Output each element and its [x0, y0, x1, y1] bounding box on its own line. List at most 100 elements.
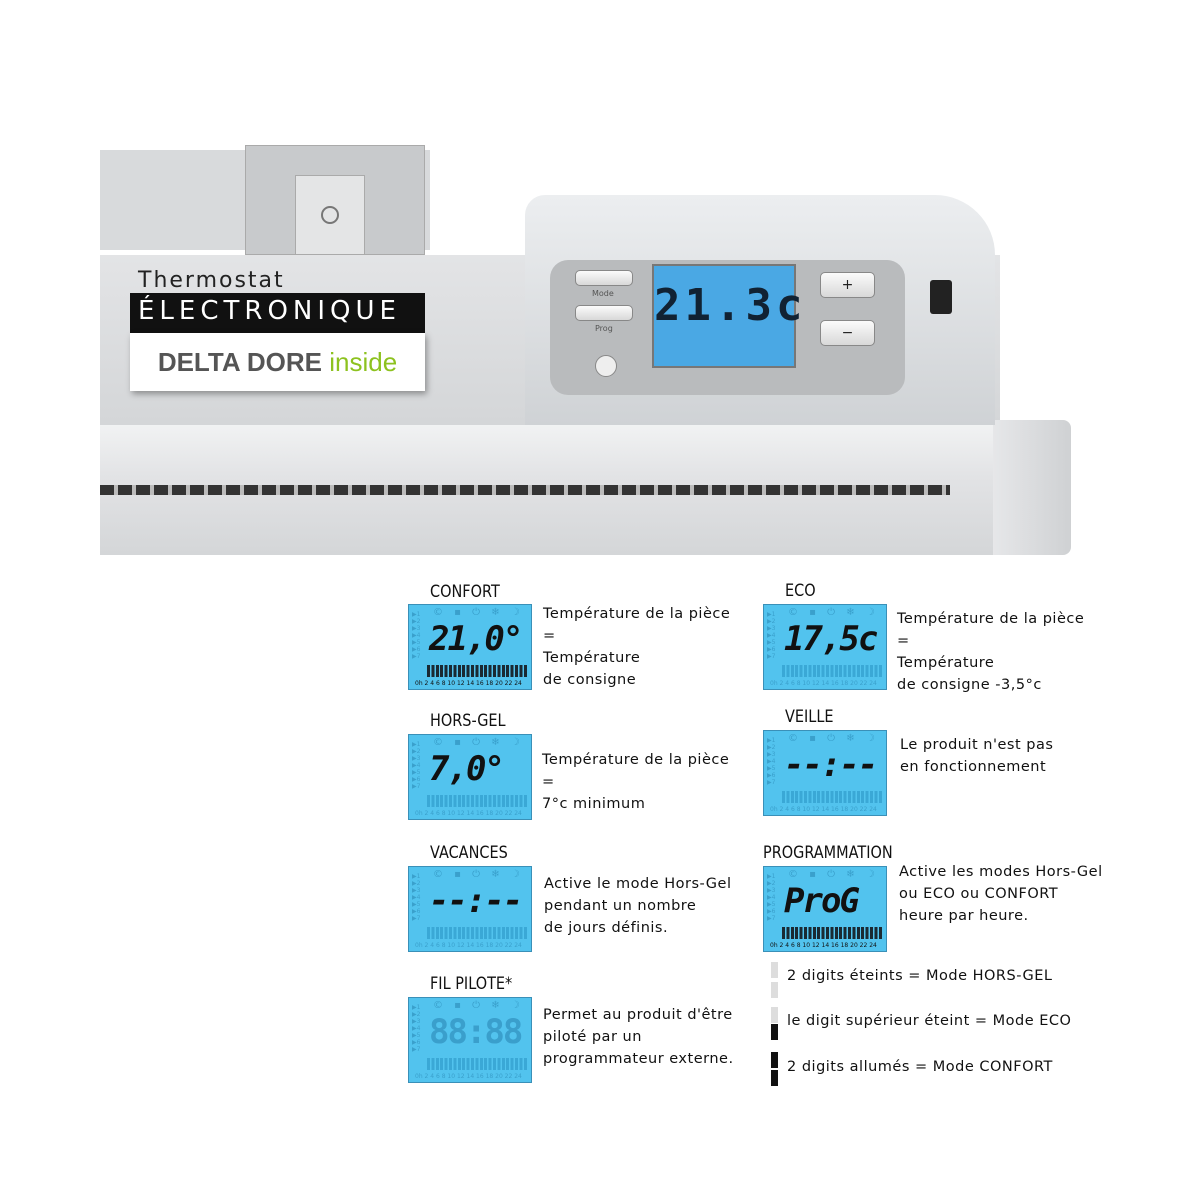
mode-button[interactable]: [575, 270, 633, 286]
mode-description: Température de la pièce = 7°c minimum: [542, 749, 729, 815]
mode-description: Active les modes Hors-Gel ou ECO ou CONFO…: [899, 861, 1103, 927]
bracket-clip: [295, 175, 365, 255]
mode-desc-line: pendant un nombre: [544, 898, 697, 914]
lcd-digits: --:--: [784, 745, 878, 785]
device-display: 21.3c: [652, 264, 802, 368]
mode-desc-line: Température de la pièce: [542, 752, 730, 768]
lcd-digits: 7,0°: [429, 749, 505, 789]
mode-description: Active le mode Hors-Gel pendant un nombre…: [544, 873, 732, 939]
mode-desc-line: =: [543, 628, 556, 644]
hour-bars: [782, 927, 882, 939]
mode-desc-line: de jours définis.: [544, 920, 669, 936]
mode-desc-line: Active le mode Hors-Gel: [544, 876, 732, 892]
brand-inside: inside: [329, 347, 398, 377]
mode-desc-line: de consigne -3,5°c: [897, 677, 1042, 693]
mode-desc-line: Température de la pièce: [543, 606, 731, 622]
lcd-digits: 21,0°: [429, 619, 523, 659]
lcd-display: ▶1 ▶2 ▶3 ▶4 ▶5 ▶6 ▶7 © ▪ ⏻ ❄ ☽ ☼ --:-- 0…: [763, 730, 887, 816]
mode-title: HORS-GEL: [430, 711, 506, 731]
mode-desc-line: Température de la pièce: [897, 611, 1085, 627]
brand-line2: ÉLECTRONIQUE: [130, 293, 425, 333]
hour-bars: [782, 665, 882, 677]
mode-icons: © ▪ ⏻ ❄ ☽ ☼: [788, 869, 886, 880]
brand-logo: DELTA DORE inside: [130, 333, 425, 391]
lcd-display: ▶1 ▶2 ▶3 ▶4 ▶5 ▶6 ▶7 © ▪ ⏻ ❄ ☽ ☼ 7,0° 0h…: [408, 734, 532, 820]
mode-desc-line: programmateur externe.: [543, 1051, 734, 1067]
mode-description: Le produit n'est pas en fonctionnement: [900, 734, 1053, 778]
brand-name: DELTA DORE: [157, 347, 322, 377]
radiator-endcap: [993, 420, 1071, 555]
mode-description: Permet au produit d'être piloté par un pro…: [543, 1004, 734, 1070]
mode-icons: © ▪ ⏻ ❄ ☽ ☼: [433, 869, 531, 880]
brand-block: Thermostat ÉLECTRONIQUE DELTA DORE insid…: [130, 268, 425, 391]
lcd-display: ▶1 ▶2 ▶3 ▶4 ▶5 ▶6 ▶7 © ▪ ⏻ ❄ ☽ ☼ --:-- 0…: [408, 866, 532, 952]
hour-bars: [782, 791, 882, 803]
mode-desc-line: 7°c minimum: [542, 796, 646, 812]
mode-desc-line: heure par heure.: [899, 908, 1029, 924]
mode-title: FIL PILOTE*: [430, 974, 513, 994]
day-indicators: ▶1 ▶2 ▶3 ▶4 ▶5 ▶6 ▶7: [412, 1004, 421, 1053]
lcd-display: ▶1 ▶2 ▶3 ▶4 ▶5 ▶6 ▶7 © ▪ ⏻ ❄ ☽ ☼ 88:88 0…: [408, 997, 532, 1083]
mode-label: Mode: [592, 289, 614, 298]
screw-icon: [321, 206, 339, 224]
day-indicators: ▶1 ▶2 ▶3 ▶4 ▶5 ▶6 ▶7: [767, 737, 776, 786]
lcd-display: ▶1 ▶2 ▶3 ▶4 ▶5 ▶6 ▶7 © ▪ ⏻ ❄ ☽ ☼ 21,0° 0…: [408, 604, 532, 690]
day-indicators: ▶1 ▶2 ▶3 ▶4 ▶5 ▶6 ▶7: [767, 611, 776, 660]
hour-scale: 0h 2 4 6 8 10 12 14 16 18 20 22 24: [415, 680, 522, 687]
legend-confort: 2 digits allumés = Mode CONFORT: [787, 1059, 1053, 1075]
mode-title: VACANCES: [430, 843, 508, 863]
day-indicators: ▶1 ▶2 ▶3 ▶4 ▶5 ▶6 ▶7: [412, 873, 421, 922]
mode-desc-line: Active les modes Hors-Gel: [899, 864, 1103, 880]
mode-title: CONFORT: [430, 582, 500, 602]
plus-button[interactable]: +: [820, 272, 875, 298]
brand-line1: Thermostat: [138, 268, 285, 293]
day-indicators: ▶1 ▶2 ▶3 ▶4 ▶5 ▶6 ▶7: [767, 873, 776, 922]
mode-desc-line: Permet au produit d'être: [543, 1007, 733, 1023]
mode-desc-line: Température: [543, 650, 641, 666]
digits-on-icon: [771, 1052, 781, 1090]
digit-upper-off-icon: [771, 1007, 781, 1045]
hour-bars: [427, 1058, 527, 1070]
day-indicators: ▶1 ▶2 ▶3 ▶4 ▶5 ▶6 ▶7: [412, 611, 421, 660]
hour-scale: 0h 2 4 6 8 10 12 14 16 18 20 22 24: [415, 1073, 522, 1080]
air-vent: [100, 485, 950, 495]
mode-title: ECO: [785, 581, 816, 601]
mode-title: VEILLE: [785, 707, 834, 727]
hour-scale: 0h 2 4 6 8 10 12 14 16 18 20 22 24: [770, 680, 877, 687]
mode-icons: © ▪ ⏻ ❄ ☽ ☼: [788, 733, 886, 744]
minus-button[interactable]: −: [820, 320, 875, 346]
mode-desc-line: piloté par un: [543, 1029, 642, 1045]
hour-scale: 0h 2 4 6 8 10 12 14 16 18 20 22 24: [770, 942, 877, 949]
lcd-digits: 17,5c: [784, 619, 878, 659]
lcd-display: ▶1 ▶2 ▶3 ▶4 ▶5 ▶6 ▶7 © ▪ ⏻ ❄ ☽ ☼ 17,5c 0…: [763, 604, 887, 690]
legend-hors-gel: 2 digits éteints = Mode HORS-GEL: [787, 968, 1053, 984]
mode-icons: © ▪ ⏻ ❄ ☽ ☼: [433, 607, 531, 618]
legend-eco: le digit supérieur éteint = Mode ECO: [787, 1013, 1072, 1029]
mode-description: Température de la pièce = Température de co…: [543, 603, 730, 691]
lcd-digits: ProG: [784, 881, 860, 921]
hour-bars: [427, 795, 527, 807]
mode-icons: © ▪ ⏻ ❄ ☽ ☼: [788, 607, 886, 618]
prog-label: Prog: [595, 324, 613, 333]
programming-legend: 2 digits éteints = Mode HORS-GEL le digi…: [771, 962, 1111, 1092]
hour-scale: 0h 2 4 6 8 10 12 14 16 18 20 22 24: [415, 942, 522, 949]
digits-off-icon: [771, 962, 781, 1000]
dial-knob[interactable]: [595, 355, 617, 377]
ghost-digits: 88:88: [429, 1012, 523, 1052]
mode-desc-line: =: [542, 774, 555, 790]
lcd-digits: --:--: [429, 881, 523, 921]
mode-icons: © ▪ ⏻ ❄ ☽ ☼: [433, 737, 531, 748]
hour-bars: [427, 665, 527, 677]
hour-scale: 0h 2 4 6 8 10 12 14 16 18 20 22 24: [770, 806, 877, 813]
hour-scale: 0h 2 4 6 8 10 12 14 16 18 20 22 24: [415, 810, 522, 817]
mode-desc-line: en fonctionnement: [900, 759, 1047, 775]
mode-desc-line: ou ECO ou CONFORT: [899, 886, 1059, 902]
mode-desc-line: =: [897, 633, 910, 649]
prog-button[interactable]: [575, 305, 633, 321]
mode-desc-line: Le produit n'est pas: [900, 737, 1054, 753]
day-indicators: ▶1 ▶2 ▶3 ▶4 ▶5 ▶6 ▶7: [412, 741, 421, 790]
mode-icons: © ▪ ⏻ ❄ ☽ ☼: [433, 1000, 531, 1011]
power-switch[interactable]: [930, 280, 952, 314]
mode-desc-line: de consigne: [543, 672, 637, 688]
